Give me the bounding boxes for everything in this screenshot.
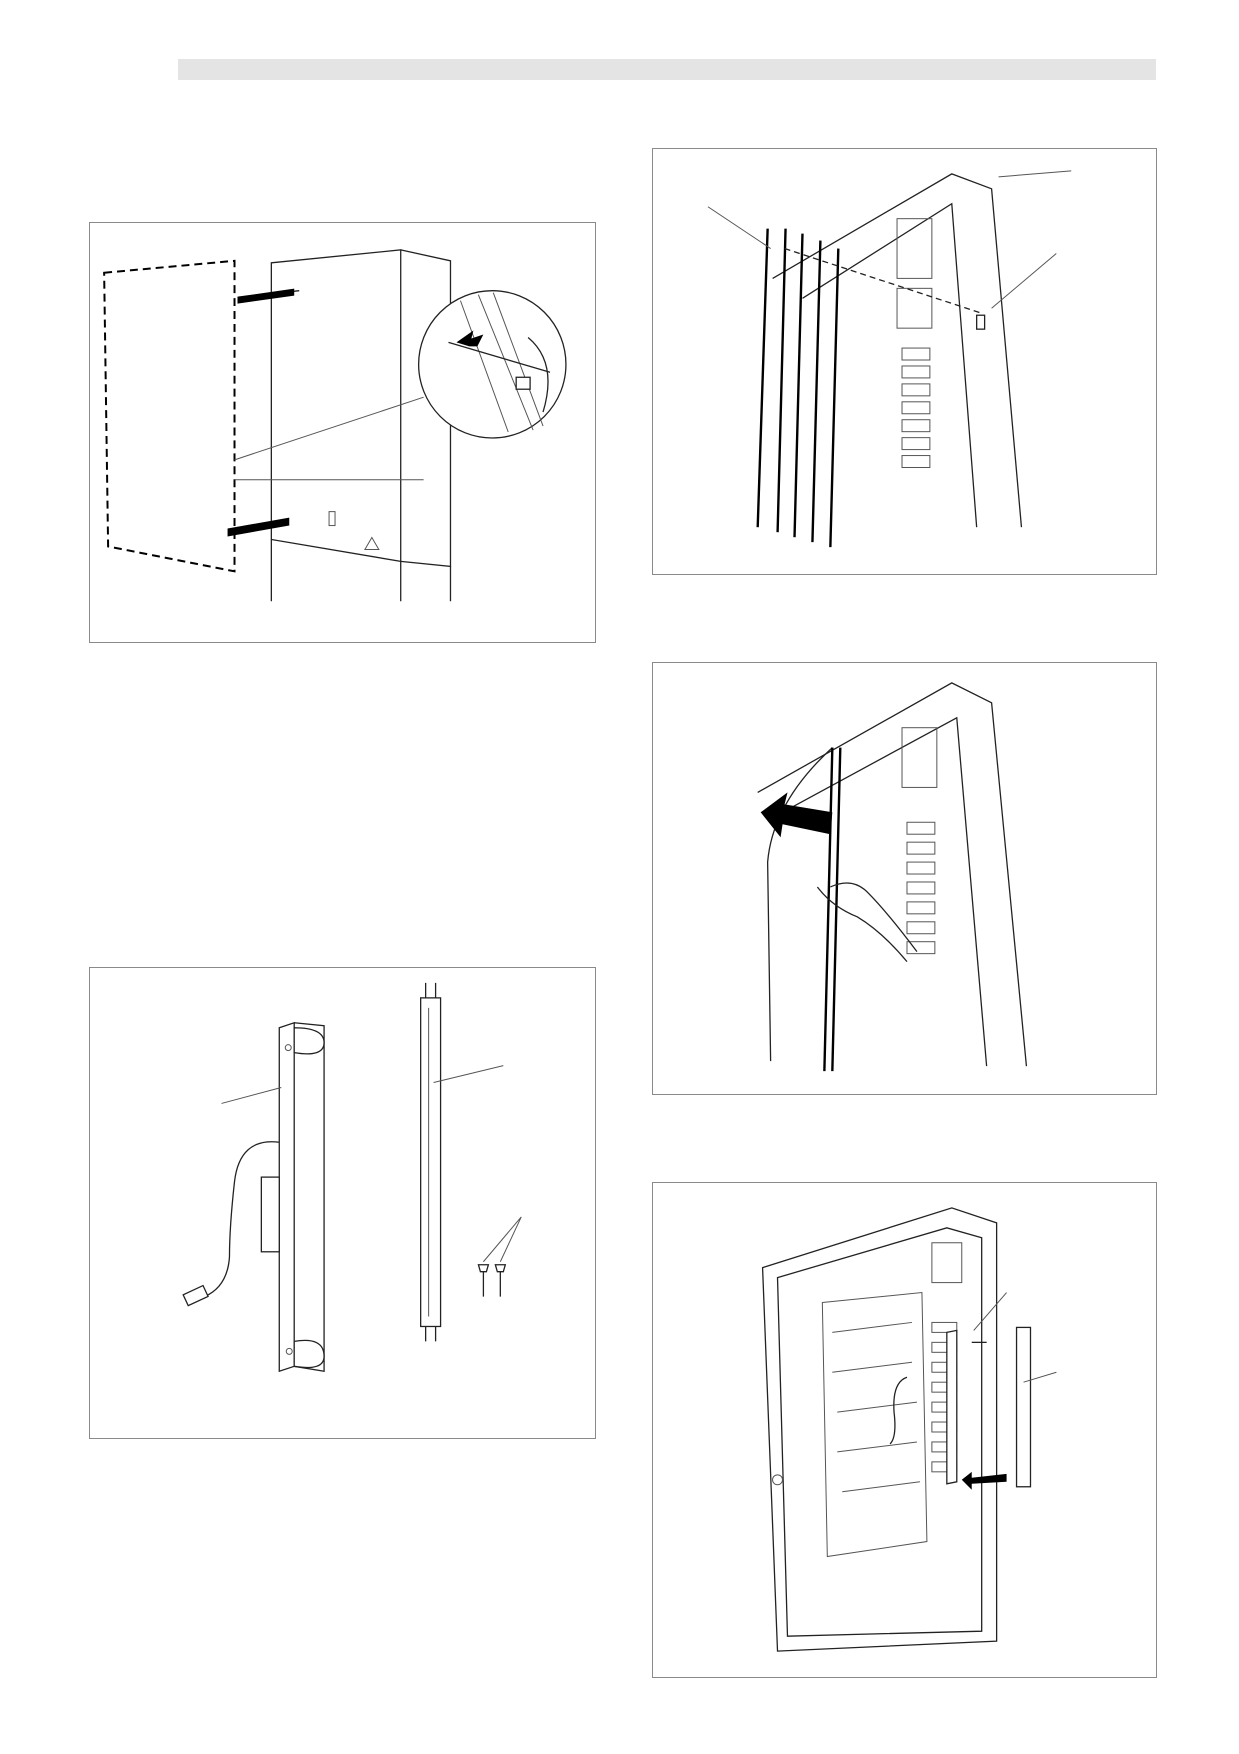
screw-icon: [976, 314, 986, 330]
figure-lamp-installation: [652, 1182, 1157, 1678]
figure-door-insertion: [652, 662, 1157, 1095]
arrow-right-icon: [237, 288, 295, 304]
machine-rear-panel: [270, 249, 402, 563]
profile-5: [829, 248, 840, 548]
insert-arrow-icon: [760, 792, 833, 838]
fluorescent-tube: [420, 997, 442, 1328]
door-profiles-illustration: [707, 170, 1072, 548]
figure-panel-removal: [89, 222, 596, 643]
removed-panel-outline: [103, 259, 236, 573]
profile-1: [756, 228, 769, 528]
profile-3: [793, 233, 804, 538]
hand-illustration: [816, 882, 918, 963]
profile-4: [811, 240, 822, 543]
cable-connector: [182, 1284, 209, 1307]
profile-being-inserted: [823, 747, 834, 1072]
door-insertion-illustration: [757, 682, 1028, 1072]
mounted-lamp-holder: [946, 1329, 958, 1485]
cable-arrow-icon: [456, 330, 484, 347]
header-bar: [178, 59, 1156, 80]
figure-door-profiles: [652, 148, 1157, 575]
profile-2: [776, 228, 787, 533]
ballast-box: [260, 1176, 280, 1253]
lamp-holder: [278, 1021, 295, 1373]
install-arrow-icon: [961, 1471, 1007, 1490]
arrow-right-icon-2: [227, 517, 290, 537]
tube-being-installed: [1015, 1326, 1032, 1488]
lamp-kit-illustration: [182, 982, 522, 1373]
lamp-installation-illustration: [761, 1207, 1057, 1652]
panel-removal-illustration: [103, 249, 567, 602]
lamp-cable: [204, 1141, 280, 1298]
figure-lamp-kit: [89, 967, 596, 1439]
detail-magnifier: [417, 290, 567, 439]
